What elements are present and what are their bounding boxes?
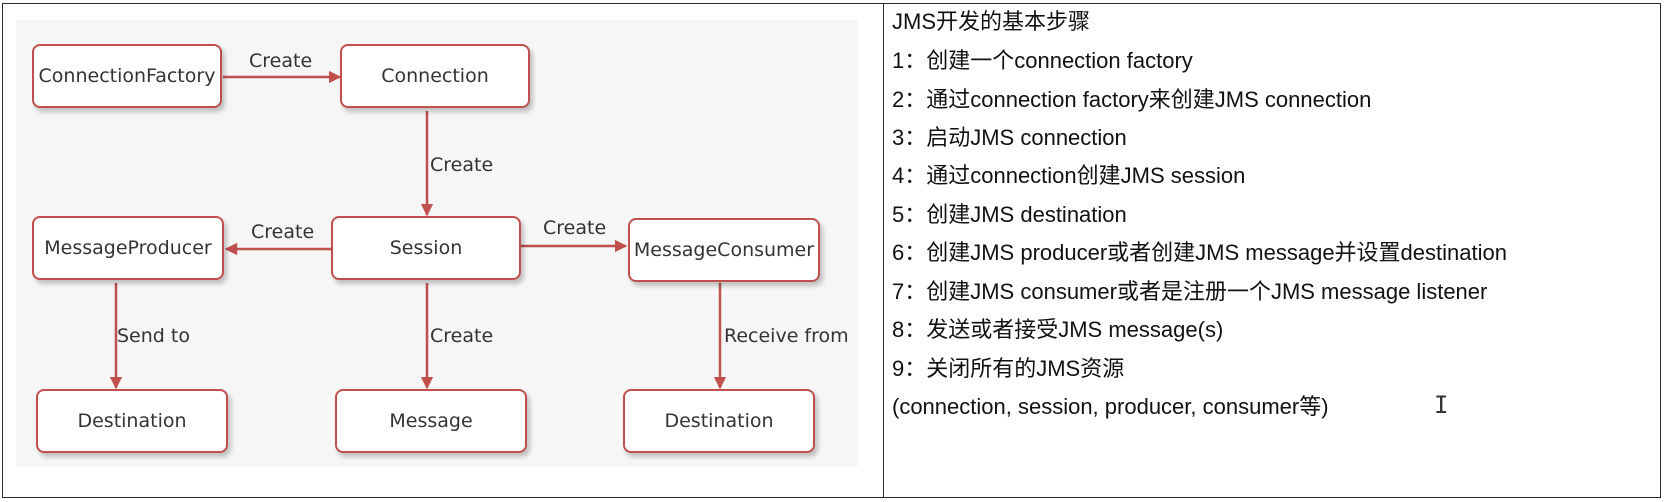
node-message: Message xyxy=(335,389,527,453)
text-cursor-icon: I xyxy=(1434,391,1449,419)
step-item-note: (connection, session, producer, consumer… xyxy=(892,394,1329,419)
node-session: Session xyxy=(331,216,521,280)
step-item: 7：创建JMS consumer或者是注册一个JMS message liste… xyxy=(892,279,1488,304)
step-item: 2：通过connection factory来创建JMS connection xyxy=(892,87,1372,112)
label-session-to-message: Create xyxy=(430,325,494,347)
step-item: 1：创建一个connection factory xyxy=(892,48,1193,73)
label-producer-to-destination: Send to xyxy=(117,325,190,347)
label-factory-to-connection: Create xyxy=(249,50,313,72)
label-session-to-consumer: Create xyxy=(543,217,607,239)
node-message-consumer: MessageConsumer xyxy=(628,218,820,282)
label-connection-to-session: Create xyxy=(430,154,494,176)
step-item: 4：通过connection创建JMS session xyxy=(892,163,1246,188)
label-session-to-producer: Create xyxy=(251,221,315,243)
step-item: 5：创建JMS destination xyxy=(892,202,1127,227)
label-consumer-to-destination: Receive from xyxy=(724,325,849,347)
step-item: 3：启动JMS connection xyxy=(892,125,1127,150)
node-destination-left: Destination xyxy=(36,389,228,453)
step-item: 8：发送或者接受JMS message(s) xyxy=(892,317,1224,342)
node-connection-factory: ConnectionFactory xyxy=(32,44,222,108)
node-connection: Connection xyxy=(340,44,530,108)
step-item: 9：关闭所有的JMS资源 xyxy=(892,356,1125,381)
step-item: 6：创建JMS producer或者创建JMS message并设置destin… xyxy=(892,240,1507,265)
node-message-producer: MessageProducer xyxy=(32,216,224,280)
node-destination-right: Destination xyxy=(623,389,815,453)
steps-title: JMS开发的基本步骤 xyxy=(892,9,1091,34)
outer-frame xyxy=(2,3,1661,498)
column-divider xyxy=(883,3,884,498)
